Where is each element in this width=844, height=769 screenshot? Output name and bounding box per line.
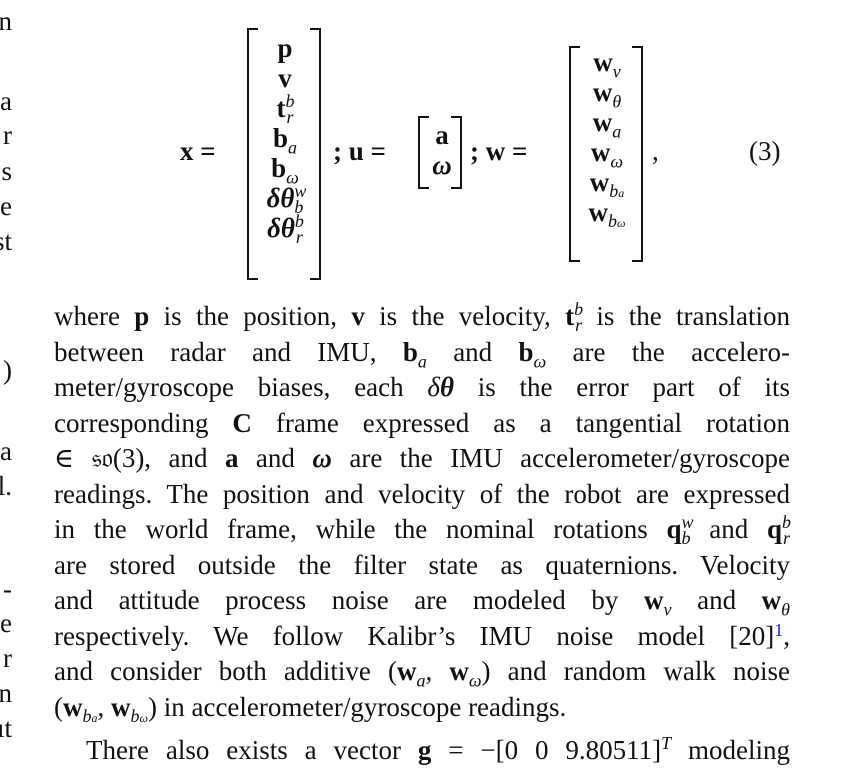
margin-fragment: s bbox=[1, 156, 12, 186]
paragraph-line: between radar and IMU, ba and bω are the… bbox=[54, 336, 790, 371]
margin-fragment: r bbox=[3, 643, 12, 673]
paragraph-line: where p is the position, v is the veloci… bbox=[54, 299, 791, 336]
w-entry: wa bbox=[592, 107, 622, 142]
x-entry: δθwb bbox=[266, 181, 307, 218]
next-paragraph: There also exists a vector g = −[0 0 9.8… bbox=[86, 733, 790, 769]
x-entry: ba bbox=[272, 123, 298, 158]
paragraph-line: readings. The position and velocity of t… bbox=[54, 478, 790, 509]
margin-fragment: e bbox=[0, 608, 12, 638]
w-entry: wω bbox=[590, 137, 624, 172]
margin-fragment: - bbox=[3, 574, 12, 604]
u-entry: a bbox=[435, 120, 449, 150]
x-label: x = bbox=[180, 136, 216, 166]
equation-trailing-comma: , bbox=[652, 136, 659, 166]
u-left-bracket bbox=[418, 116, 429, 189]
x-left-bracket bbox=[247, 28, 258, 280]
w-left-bracket bbox=[569, 46, 580, 262]
w-entry: wba bbox=[589, 167, 625, 202]
footnote-link[interactable]: 1 bbox=[774, 619, 784, 640]
margin-fragment: a bbox=[0, 86, 12, 116]
paragraph-line: are stored outside the filter state as q… bbox=[54, 549, 790, 580]
left-column-fragments: n a r s e st ) a l. - e r n ıt bbox=[0, 0, 20, 759]
x-entry: δθbr bbox=[267, 211, 304, 248]
margin-fragment: a bbox=[0, 436, 12, 466]
margin-fragment: r bbox=[3, 120, 12, 150]
w-entry: wθ bbox=[592, 77, 622, 112]
paragraph-line: corresponding C frame expressed as a tan… bbox=[54, 407, 790, 438]
paragraph-line: meter/gyroscope biases, each δθ is the e… bbox=[54, 372, 790, 402]
paragraph-line: There also exists a vector g = −[0 0 9.8… bbox=[86, 733, 790, 765]
x-entry: p bbox=[277, 33, 293, 63]
u-entry: ω bbox=[432, 150, 452, 180]
margin-fragment: n bbox=[0, 678, 12, 708]
margin-fragment: st bbox=[0, 226, 12, 256]
x-vector: p v tbr ba bω δθwb δθbr bbox=[258, 33, 312, 248]
equation-3: x = p v tbr ba bω δθwb δθbr ; u = a ω ; … bbox=[0, 0, 844, 290]
x-right-bracket bbox=[310, 28, 321, 280]
w-entry: wbω bbox=[588, 197, 626, 232]
margin-fragment: ıt bbox=[0, 713, 12, 743]
margin-fragment: n bbox=[0, 6, 12, 36]
body-paragraph: where p is the position, v is the veloci… bbox=[54, 299, 791, 726]
x-entry: tbr bbox=[276, 91, 295, 128]
w-vector: wv wθ wa wω wba wbω bbox=[576, 47, 638, 232]
u-label: ; u = bbox=[333, 136, 386, 166]
x-entry: bω bbox=[271, 153, 299, 188]
w-label: ; w = bbox=[470, 136, 528, 166]
u-right-bracket bbox=[451, 116, 462, 189]
equation-number: (3) bbox=[749, 136, 781, 166]
paragraph-line: respectively. We follow Kalibr’s IMU noi… bbox=[54, 619, 790, 651]
u-vector: a ω bbox=[424, 120, 460, 180]
paragraph-line: and attitude process noise are modeled b… bbox=[54, 585, 791, 620]
x-entry: v bbox=[278, 63, 292, 93]
paragraph-line: and consider both additive (wa, wω) and … bbox=[54, 656, 790, 691]
paragraph-line: ∈ 𝔰𝔬(3), and a and ω are the IMU acceler… bbox=[54, 443, 790, 473]
paragraph-line: (wba, wbω) in accelerometer/gyroscope re… bbox=[54, 691, 567, 726]
w-right-bracket bbox=[632, 46, 643, 262]
margin-fragment: l. bbox=[0, 471, 12, 501]
margin-fragment: e bbox=[0, 191, 12, 221]
margin-fragment: ) bbox=[3, 355, 12, 385]
w-entry: wv bbox=[593, 47, 621, 82]
paragraph-line: in the world frame, while the nominal ro… bbox=[54, 512, 791, 549]
